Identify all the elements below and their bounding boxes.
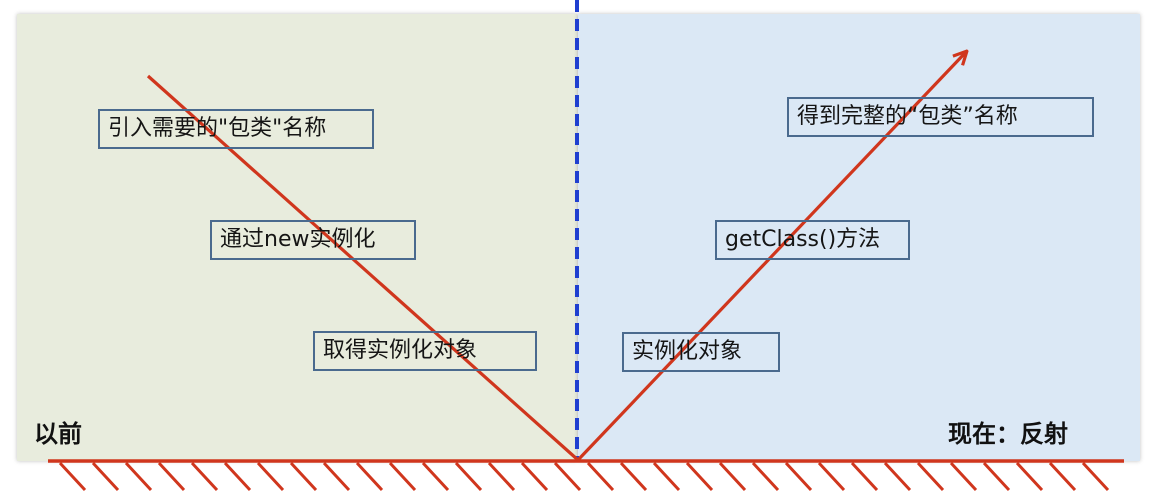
ground-hatch-mark [784, 461, 813, 492]
ground-hatching [48, 459, 1124, 492]
step-get-full-package-name: 得到完整的“包类”名称 [787, 97, 1094, 137]
ground-hatch-mark [520, 461, 549, 492]
ground-hatch-mark [619, 461, 648, 492]
ground-hatch-mark [190, 461, 219, 492]
ground-hatch-mark [685, 461, 714, 492]
step-instance-object: 实例化对象 [622, 332, 780, 372]
ground-hatch-mark [421, 461, 450, 492]
label-now-reflection: 现在：反射 [948, 420, 1068, 448]
reflected-arrow-line [576, 52, 966, 462]
ground-hatch-mark [388, 461, 417, 492]
step-get-instance-object: 取得实例化对象 [313, 331, 537, 371]
ground-hatch-mark [487, 461, 516, 492]
ground-hatch-mark [916, 461, 945, 492]
left-panel-before [17, 14, 577, 461]
ground-hatch-mark [883, 461, 912, 492]
ground-hatch-mark [91, 461, 120, 492]
right-panel-reflection [578, 14, 1140, 461]
ground-hatch-mark [553, 461, 582, 492]
step-new-instantiate: 通过new实例化 [210, 220, 416, 260]
ground-hatch-mark [157, 461, 186, 492]
label-before: 以前 [34, 420, 82, 448]
ground-hatch-mark [850, 461, 879, 492]
incoming-arrow-line [146, 74, 580, 462]
ground-hatch-mark [223, 461, 252, 492]
ground-hatch-mark [1015, 461, 1044, 492]
step-import-package-name: 引入需要的"包类"名称 [98, 109, 374, 149]
ground-hatch-mark [718, 461, 747, 492]
ground-hatch-mark [949, 461, 978, 492]
ground-hatch-mark [1048, 461, 1077, 492]
ground-hatch-mark [751, 461, 780, 492]
ground-hatch-mark [652, 461, 681, 492]
ground-hatch-mark [355, 461, 384, 492]
ground-hatch-mark [322, 461, 351, 492]
ground-hatch-mark [58, 461, 87, 492]
ground-hatch-mark [124, 461, 153, 492]
ground-hatch-mark [256, 461, 285, 492]
ground-hatch-mark [454, 461, 483, 492]
ground-hatch-mark [1081, 461, 1110, 492]
step-getclass-method: getClass()方法 [715, 220, 910, 260]
ground-hatch-mark [817, 461, 846, 492]
ground-hatch-mark [289, 461, 318, 492]
ground-hatch-mark [982, 461, 1011, 492]
ground-hatch-mark [586, 461, 615, 492]
